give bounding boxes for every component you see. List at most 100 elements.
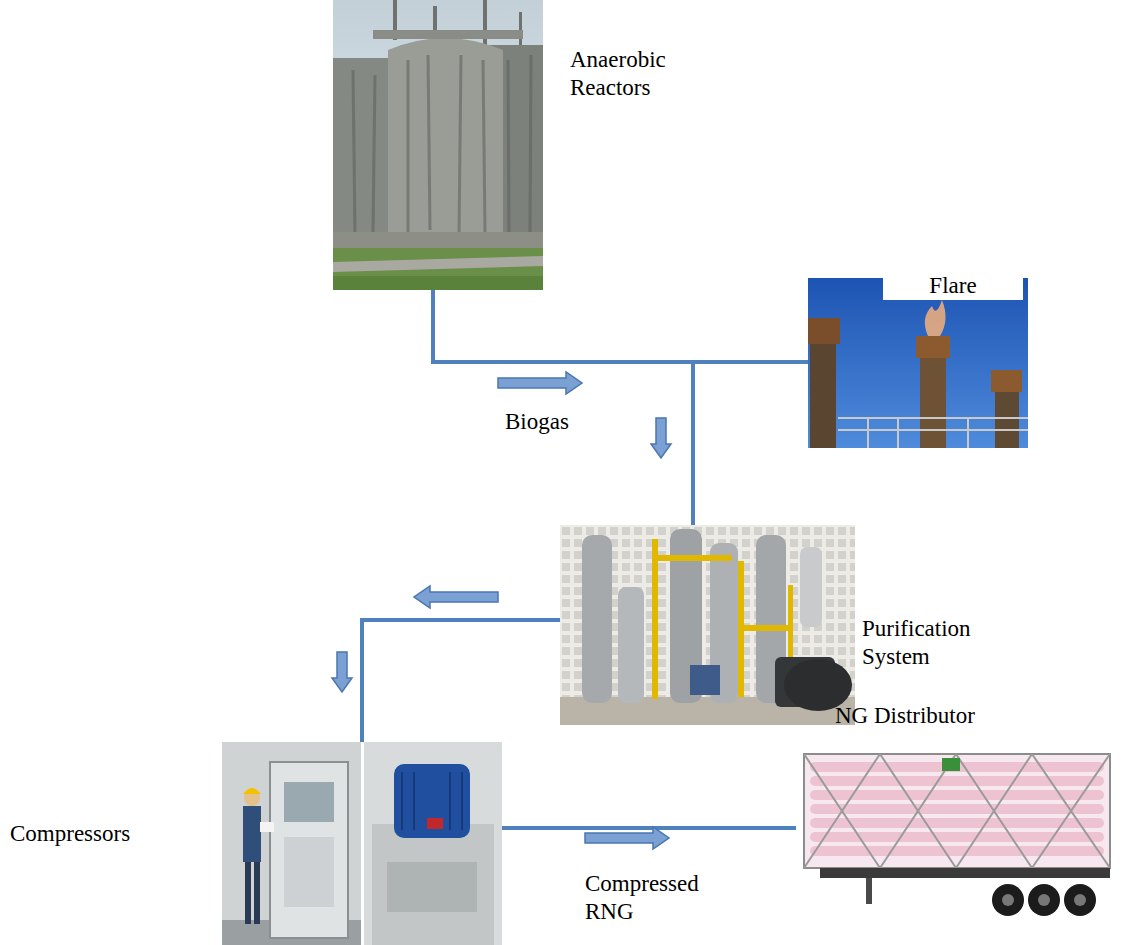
photo-rect [333,0,543,290]
photo-line [967,418,969,448]
photo-line [407,60,410,235]
photo-line [956,754,1032,868]
label-holder: Anaerobic Reactors [570,46,695,101]
photo-rect [260,822,274,832]
edge-label-holder: Compressed RNG [585,870,735,925]
process-node: NG Distributor [796,702,1124,922]
connector-line [433,290,693,525]
process-node: Flare [808,272,1028,448]
photo-line [508,60,509,235]
node-label: NG Distributor [835,702,1085,730]
photo-rect [364,742,502,945]
photo-rect [245,862,251,924]
photo-line [804,754,880,868]
label-holder: Flare [883,272,1023,300]
photo-rect [560,525,855,725]
photo-line [1032,754,1110,868]
photo-line [413,772,415,830]
photo-g [804,754,1110,868]
connector [502,827,796,849]
photo-rect [394,764,470,838]
photo-circle [1028,884,1060,916]
photo-rect [810,832,1104,842]
flow-arrow [585,827,669,849]
photo-rect [333,58,395,240]
photo-rect [361,742,364,945]
connector-line [433,290,808,362]
photo-line [459,55,461,235]
connector [332,586,560,742]
photo-circle [1002,894,1014,906]
photo-rect [942,758,960,771]
compressor-photo [222,742,502,945]
photo-circle [1064,884,1096,916]
edge-label: Biogas [505,408,625,436]
photo-rect [387,862,477,912]
photo-rect [808,318,840,344]
process-node: Compressors [10,742,502,945]
photo-rect [810,776,1104,786]
edge-label-holder: Biogas [505,408,625,436]
photo-rect [804,754,1110,868]
photo-rect [800,547,822,627]
photo-rect [582,535,612,703]
node-label: Purification System [862,615,992,670]
photo-line [530,55,531,232]
photo-rect [333,248,543,290]
photo-rect [284,782,334,822]
photo-circle [1038,894,1050,906]
flow-arrow [651,418,671,458]
photo-rect [222,742,362,945]
photo-line [880,754,956,868]
photo-line [897,418,899,448]
photo-rect [652,555,732,561]
photo-rect [866,878,872,904]
photo-line [373,75,375,232]
photo-rect [618,587,644,703]
photo-rect [820,868,1110,878]
photo-rect [690,665,720,695]
photo-circle [992,884,1024,916]
photo-g [402,772,462,830]
photo-rect [808,278,1028,448]
photo-rect [920,348,946,448]
photo-g [838,418,1028,448]
photo-rect [810,804,1104,814]
photo-rect [652,539,658,699]
photo-rect [373,30,523,39]
process-node: Anaerobic Reactors [333,0,713,290]
photo-rect [810,328,836,448]
photo-rect [810,846,1104,856]
flow-arrow [498,372,582,394]
photo-path [243,788,261,794]
photo-line [880,754,956,868]
label-holder: NG Distributor [835,702,1085,730]
trailer-photo [804,754,1110,916]
photo-rect [738,625,790,631]
photo-path [333,256,543,272]
connector [433,290,693,525]
photo-rect [333,232,543,250]
connector-line [502,826,796,830]
photo-line [461,772,463,830]
process-node: Purification System [560,525,1000,725]
photo-rect [254,862,260,924]
node-label: Anaerobic Reactors [570,46,695,101]
photo-line [449,772,451,830]
photo-path [925,300,946,336]
photo-rect [270,762,348,938]
photo-line [483,60,485,232]
photo-circle [1074,894,1086,906]
node-label: Compressors [10,820,210,848]
photo-rect [284,837,334,907]
connector-line [362,620,560,742]
flare-photo [808,278,1028,448]
photo-line [401,772,403,830]
photo-path [388,38,503,240]
photo-line [838,417,1028,419]
photo-line [1032,754,1110,868]
label-holder: Compressors [10,820,210,848]
photo-rect [991,370,1022,392]
